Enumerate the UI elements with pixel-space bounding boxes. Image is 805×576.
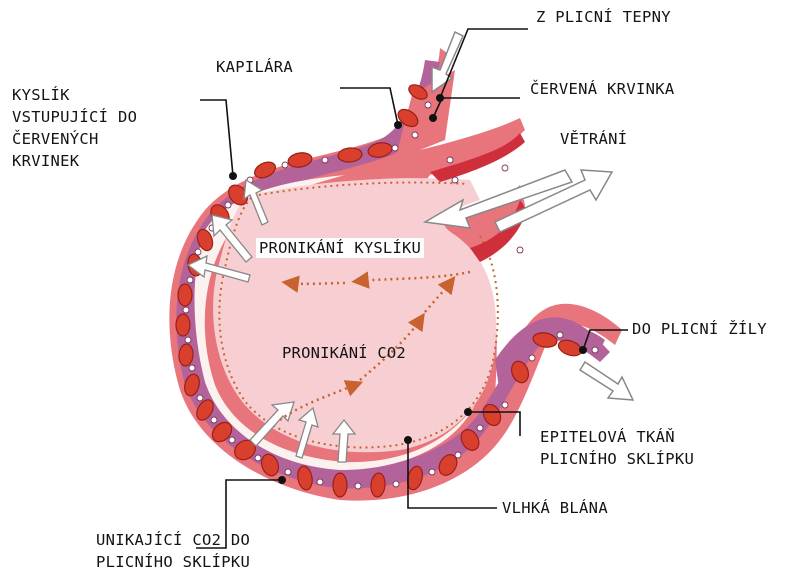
label-epitelova: EPITELOVÁ TKÁŇ PLICNÍHO SKLÍPKU <box>540 426 694 470</box>
label-kyslik-line-4: KRVINEK <box>12 150 137 172</box>
gas-molecule-dot <box>393 481 399 487</box>
gas-molecule-dot <box>282 162 288 168</box>
label-kyslik: KYSLÍK VSTUPUJÍCÍ DO ČERVENÝCH KRVINEK <box>12 84 137 172</box>
leader-kyslik <box>200 100 233 176</box>
gas-molecule-dot <box>195 249 201 255</box>
gas-molecule-dot <box>255 455 261 461</box>
gas-molecule-dot <box>592 347 598 353</box>
label-kyslik-line-3: ČERVENÝCH <box>12 128 137 150</box>
red-blood-cell <box>333 473 347 497</box>
label-unikajici-line-1: UNIKAJÍCÍ CO2 DO <box>96 529 250 551</box>
gas-molecule-dot <box>502 165 508 171</box>
gas-molecule-dot <box>477 425 483 431</box>
gas-molecule-dot <box>317 479 323 485</box>
label-pronikani-kysliku: PRONIKÁNÍ KYSLÍKU <box>256 238 424 258</box>
gas-molecule-dot <box>557 332 563 338</box>
label-epitelova-line-2: PLICNÍHO SKLÍPKU <box>540 448 694 470</box>
label-pronikani-co2: PRONIKÁNÍ CO2 <box>282 344 406 362</box>
red-blood-cell <box>178 284 192 306</box>
leader-kapilara <box>340 88 398 125</box>
vein-outflow-arrow <box>580 362 633 400</box>
gas-molecule-dot <box>322 157 328 163</box>
label-z-plicni-tepny: Z PLICNÍ TEPNY <box>536 6 671 28</box>
gas-molecule-dot <box>452 177 458 183</box>
label-unikajici-line-2: PLICNÍHO SKLÍPKU <box>96 551 250 573</box>
gas-molecule-dot <box>392 145 398 151</box>
label-unikajici: UNIKAJÍCÍ CO2 DO PLICNÍHO SKLÍPKU <box>96 529 250 573</box>
label-kapilara: KAPILÁRA <box>216 56 293 78</box>
label-kyslik-line-2: VSTUPUJÍCÍ DO <box>12 106 137 128</box>
label-do-plicni-zily: DO PLICNÍ ŽÍLY <box>632 318 767 340</box>
gas-molecule-dot <box>429 469 435 475</box>
gas-molecule-dot <box>183 307 189 313</box>
label-cervena-krvinka: ČERVENÁ KRVINKA <box>530 78 674 100</box>
gas-molecule-dot <box>412 132 418 138</box>
label-kyslik-line-1: KYSLÍK <box>12 84 137 106</box>
gas-molecule-dot <box>229 437 235 443</box>
gas-molecule-dot <box>225 202 231 208</box>
gas-molecule-dot <box>185 337 191 343</box>
gas-molecule-dot <box>447 157 453 163</box>
label-epitelova-line-1: EPITELOVÁ TKÁŇ <box>540 426 694 448</box>
label-vlhka-blana: VLHKÁ BLÁNA <box>502 497 608 519</box>
gas-molecule-dot <box>355 483 361 489</box>
gas-molecule-dot <box>189 365 195 371</box>
gas-molecule-dot <box>517 247 523 253</box>
gas-molecule-dot <box>187 277 193 283</box>
gas-molecule-dot <box>502 402 508 408</box>
label-vetrani: VĚTRÁNÍ <box>560 128 627 150</box>
gas-molecule-dot <box>197 395 203 401</box>
gas-molecule-dot <box>455 452 461 458</box>
gas-molecule-dot <box>425 102 431 108</box>
red-blood-cell <box>176 314 190 336</box>
gas-molecule-dot <box>529 355 535 361</box>
gas-molecule-dot <box>211 417 217 423</box>
gas-molecule-dot <box>285 469 291 475</box>
